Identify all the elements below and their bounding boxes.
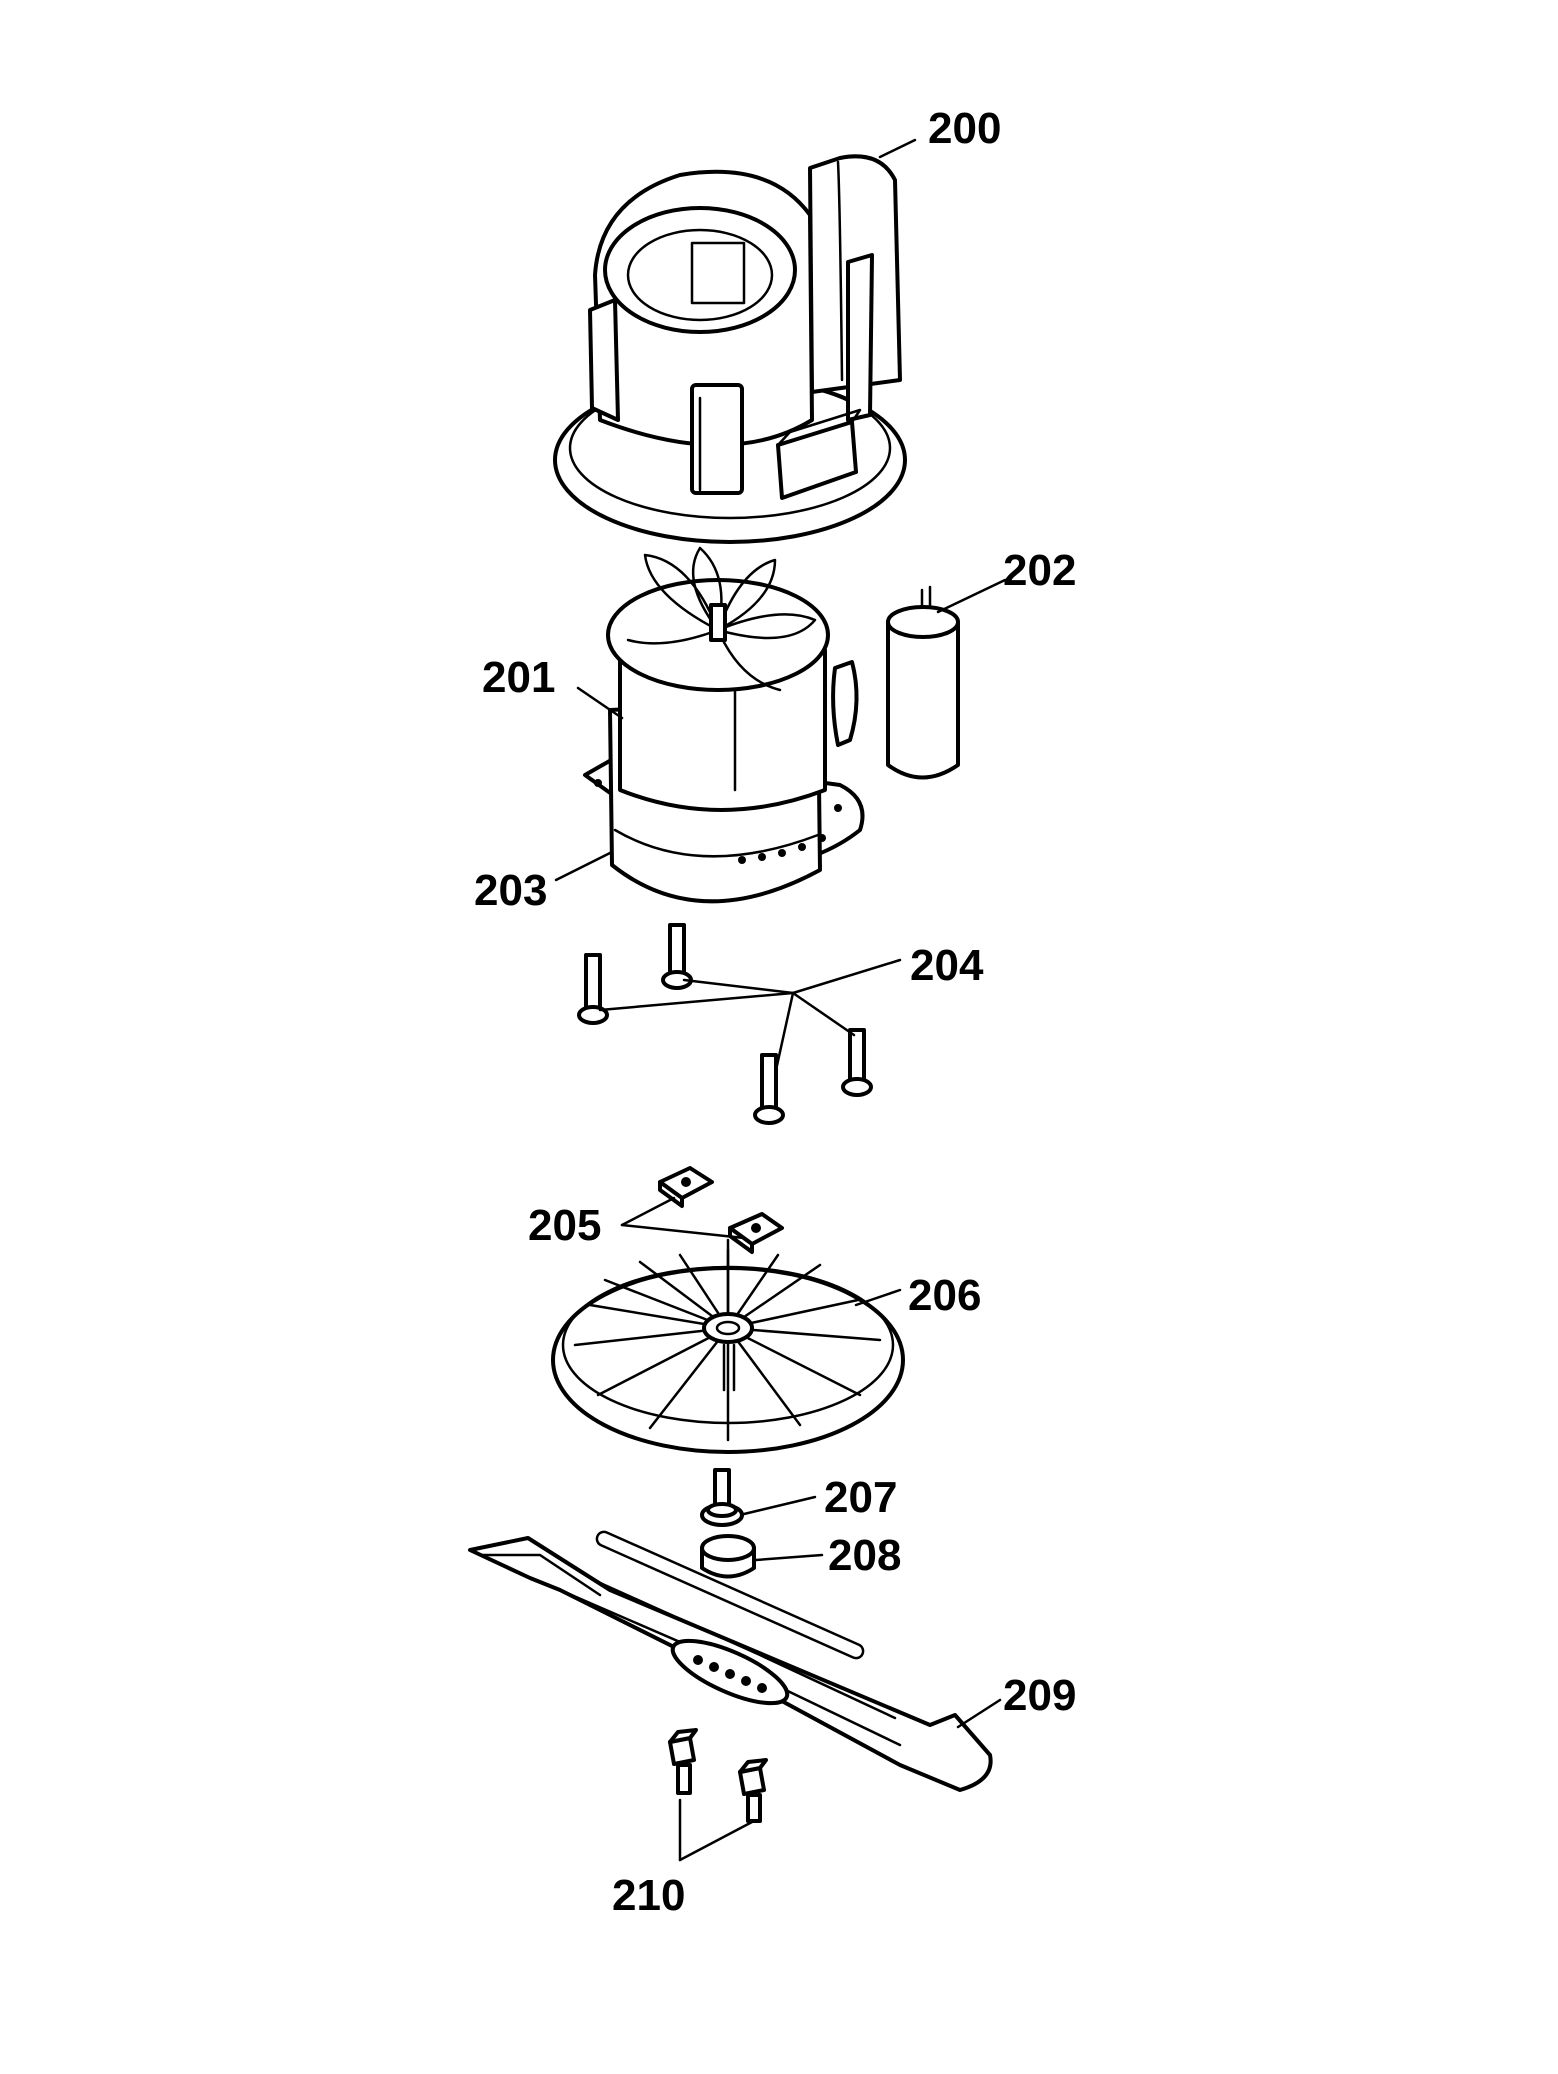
screw-204-b [661, 923, 693, 990]
cutting-blade-part-209 [468, 1530, 993, 1792]
screw-204-d [841, 1028, 873, 1097]
screw-204-a [577, 953, 609, 1025]
blade-bolt-part-207 [700, 1468, 744, 1527]
screws-part-204 [577, 923, 873, 1125]
label-205: 205 [528, 1201, 601, 1250]
label-206: 206 [908, 1271, 981, 1320]
blade-screws-part-210 [668, 1728, 768, 1823]
spacer-part-208 [700, 1534, 756, 1579]
label-203: 203 [474, 866, 547, 915]
label-210: 210 [612, 1871, 685, 1920]
label-201: 201 [482, 653, 555, 702]
label-209: 209 [1003, 1671, 1076, 1720]
capacitor-part-202 [886, 585, 960, 780]
leader-lines [554, 138, 1007, 1862]
label-202: 202 [1003, 546, 1076, 595]
part-labels: 200 202 201 203 204 205 206 207 208 209 … [474, 104, 1076, 1920]
fan-impeller-part-206 [551, 1238, 905, 1454]
screw-204-c [753, 1053, 785, 1125]
label-200: 200 [928, 104, 1001, 153]
screw-210-a [668, 1728, 698, 1795]
label-204: 204 [910, 941, 984, 990]
screw-210-b [738, 1758, 768, 1823]
label-207: 207 [824, 1473, 897, 1522]
motor-housing-part-200 [553, 154, 907, 544]
label-208: 208 [828, 1531, 901, 1580]
motor-assembly-part-201-203 [583, 546, 865, 904]
nuts-part-205 [658, 1166, 784, 1254]
